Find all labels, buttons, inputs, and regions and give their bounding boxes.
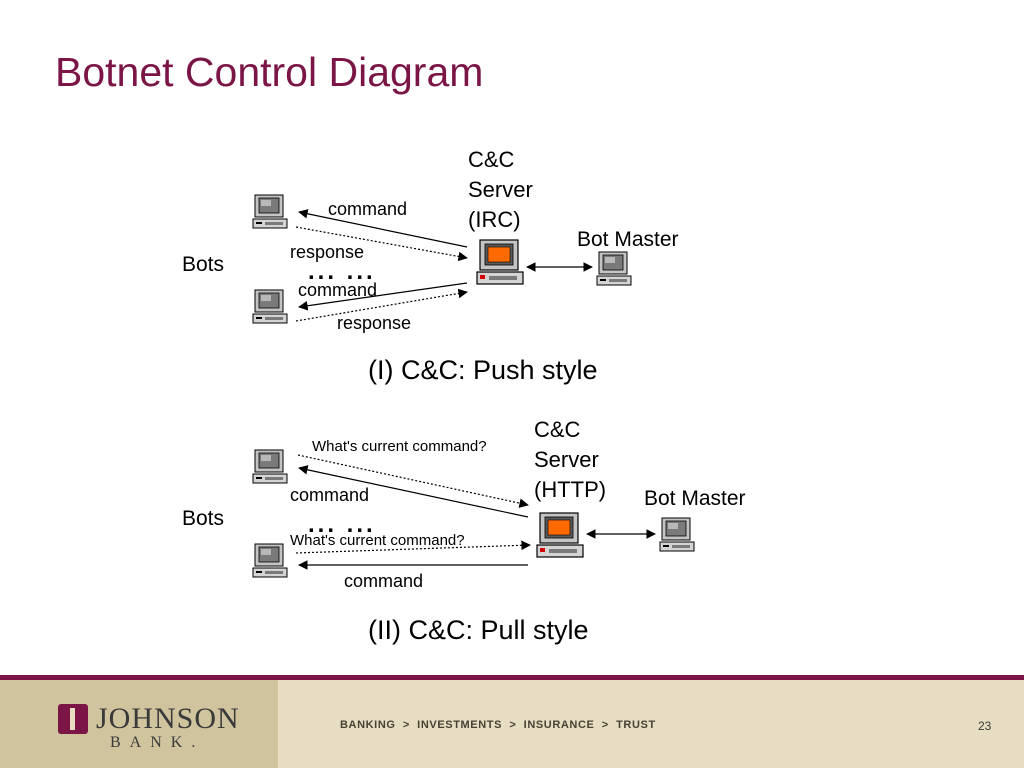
response-arrow [295,226,468,262]
server-label-line: Server [534,447,599,472]
logo-wordmark: JOHNSON [96,702,240,735]
server-label-line: (IRC) [468,207,521,232]
page-title: Botnet Control Diagram [55,49,484,95]
bot-master-label: Bot Master [644,487,746,510]
bot-master-computer-icon [596,251,632,286]
edge-label-command: command [298,280,377,300]
more-bots-ellipsis: ... ... [308,511,376,538]
footer: JOHNSON BANK. BANKING > INVESTMENTS > IN… [0,680,1024,768]
edge-label-query: What's current command? [312,438,487,455]
footer-nav: BANKING > INVESTMENTS > INSURANCE > TRUS… [340,719,656,731]
bot-master-label: Bot Master [577,228,679,251]
bots-label: Bots [182,253,224,276]
bot-computer-icon [252,289,288,324]
command-arrow [298,465,529,518]
bot-master-computer-icon [659,517,695,552]
logo-subtitle: BANK. [110,734,205,751]
edge-label-command: command [290,485,369,505]
query-arrow [297,454,529,508]
bot-computer-icon [252,194,288,229]
query-arrow [295,540,531,554]
edge-label-command: command [344,571,423,591]
footer-rule [0,675,1024,680]
push-diagram: Bots Bot Master C&C Server (IRC) command… [182,147,679,385]
page-number: 23 [978,719,992,733]
edge-label-command: command [328,199,407,219]
johnson-bank-logo-icon [58,704,88,734]
edge-label-response: response [337,313,411,333]
command-arrow [298,282,468,311]
response-arrow [295,288,468,322]
pull-style-caption: (II) C&C: Pull style [368,615,589,645]
server-label-line: Server [468,177,533,202]
command-arrow [298,209,468,248]
edge-label-query: What's current command? [290,532,465,549]
server-label-line: (HTTP) [534,477,606,502]
bot-computer-icon [252,449,288,484]
footer-logo-panel: JOHNSON BANK. [0,680,278,768]
bots-label: Bots [182,507,224,530]
pull-diagram: Bots Bot Master C&C Server (HTTP) What's… [182,417,746,645]
push-style-caption: (I) C&C: Push style [368,355,598,385]
edge-label-response: response [290,242,364,262]
http-server-computer-icon [536,512,584,558]
more-bots-ellipsis: ... ... [308,258,376,285]
botnet-diagram: Bots Bot Master C&C Server (IRC) command… [182,147,746,645]
irc-server-computer-icon [476,239,524,285]
footer-nav-panel [278,680,1024,768]
bot-computer-icon [252,543,288,578]
server-label-line: C&C [534,417,581,442]
server-label-line: C&C [468,147,515,172]
